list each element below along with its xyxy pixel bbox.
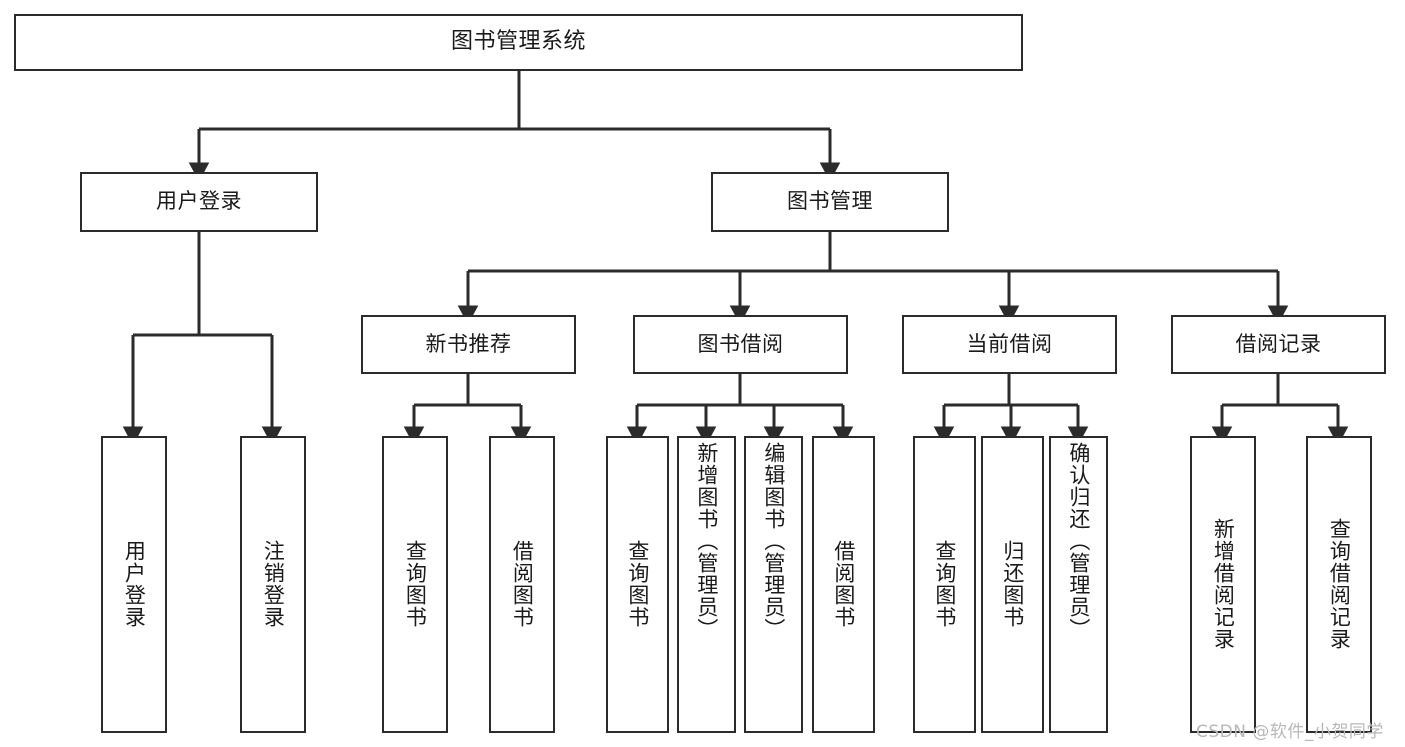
node-label: 注销登录 [261, 539, 286, 628]
node-label: 图书借阅 [697, 331, 784, 356]
node-borrow-record[interactable]: 借阅记录 [1171, 315, 1386, 374]
leaf-newbook-query-book[interactable]: 查询图书 [382, 436, 448, 733]
node-label: 查询图书 [932, 539, 957, 628]
node-current-borrow[interactable]: 当前借阅 [902, 315, 1117, 374]
leaf-bookborrow-edit-book-admin[interactable]: 编辑图书（管理员） [744, 436, 803, 733]
node-label: 图书管理系统 [450, 29, 586, 55]
node-book-management[interactable]: 图书管理 [711, 172, 949, 232]
node-label: 归还图书 [1000, 539, 1025, 628]
node-label: 确认归还（管理员） [1066, 442, 1091, 640]
node-label: 查询图书 [625, 539, 650, 628]
leaf-bookborrow-query-book[interactable]: 查询图书 [606, 436, 669, 733]
node-user-login[interactable]: 用户登录 [80, 172, 318, 232]
node-label: 用户登录 [156, 189, 242, 214]
leaf-borrowrecord-add-record[interactable]: 新增借阅记录 [1190, 436, 1256, 733]
node-label: 编辑图书（管理员） [761, 442, 786, 640]
leaf-user-login[interactable]: 用户登录 [101, 436, 167, 733]
node-label: 用户登录 [122, 539, 147, 628]
node-label: 查询图书 [403, 539, 428, 628]
node-label: 借阅图书 [831, 539, 856, 628]
leaf-currentborrow-query-book[interactable]: 查询图书 [913, 436, 976, 733]
node-label: 查询借阅记录 [1327, 517, 1352, 650]
leaf-bookborrow-borrow-book[interactable]: 借阅图书 [812, 436, 875, 733]
node-label: 新增借阅记录 [1211, 517, 1236, 650]
node-label: 新书推荐 [425, 331, 512, 356]
leaf-newbook-borrow-book[interactable]: 借阅图书 [489, 436, 555, 733]
node-label: 图书管理 [787, 189, 873, 214]
leaf-borrowrecord-query-record[interactable]: 查询借阅记录 [1306, 436, 1372, 733]
leaf-currentborrow-return-book[interactable]: 归还图书 [981, 436, 1044, 733]
node-root-system[interactable]: 图书管理系统 [14, 14, 1023, 71]
node-label: 新增图书（管理员） [694, 442, 719, 640]
node-book-borrow[interactable]: 图书借阅 [633, 315, 848, 374]
leaf-logout[interactable]: 注销登录 [240, 436, 306, 733]
watermark-text: CSDN @软件_小贺同学 [1196, 722, 1384, 742]
leaf-currentborrow-confirm-return-admin[interactable]: 确认归还（管理员） [1049, 436, 1108, 733]
node-new-book-recommend[interactable]: 新书推荐 [361, 315, 576, 374]
node-label: 借阅图书 [510, 539, 535, 628]
leaf-bookborrow-add-book-admin[interactable]: 新增图书（管理员） [677, 436, 736, 733]
node-label: 借阅记录 [1235, 331, 1322, 356]
node-label: 当前借阅 [966, 331, 1053, 356]
